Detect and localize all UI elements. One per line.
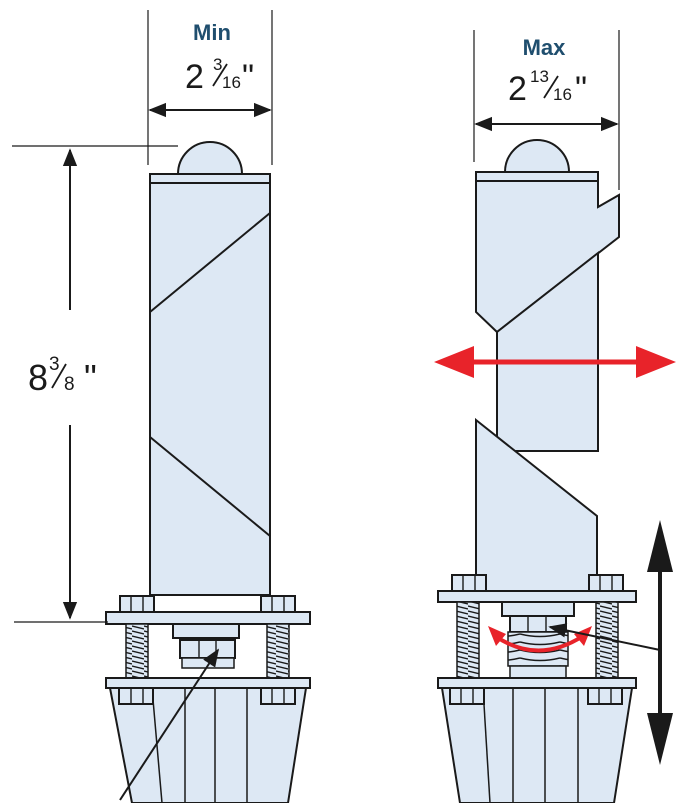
max-lower-nut-right — [587, 687, 623, 705]
max-width-denominator: 16 — [553, 85, 572, 104]
height-numerator: 3 — [49, 354, 60, 375]
max-bolt-nut-right — [588, 574, 624, 592]
min-upper-base-plate — [105, 611, 311, 625]
max-bollard — [434, 30, 676, 803]
max-lower-nut-left — [449, 687, 485, 705]
min-center-collar — [172, 623, 240, 639]
lateral-arrow-head-right — [636, 346, 676, 378]
max-bolt-nut-left — [451, 574, 487, 592]
min-width-unit: " — [242, 58, 254, 96]
rotation-arrow-head-left — [488, 626, 506, 646]
min-lower-base-plate — [105, 677, 311, 689]
min-heading: Min — [193, 20, 231, 45]
max-width-numerator: 13 — [530, 67, 549, 86]
max-width-unit: " — [575, 70, 587, 108]
max-post-middle-segment — [496, 250, 599, 452]
min-bolt-nut-left — [119, 595, 155, 613]
max-center-collar — [501, 601, 575, 617]
min-post-tube — [149, 182, 271, 596]
max-threaded-rod-left — [456, 601, 480, 679]
max-width-whole: 2 — [508, 70, 527, 108]
min-threaded-rod-left — [125, 623, 149, 679]
height-fraction-bar — [51, 363, 67, 389]
min-width-denominator: 16 — [222, 73, 241, 92]
min-cut-line-lower — [149, 436, 271, 537]
min-ground-sleeve — [108, 687, 308, 803]
max-center-washer — [509, 665, 567, 679]
min-fraction-bar — [212, 63, 228, 87]
max-leader-line — [548, 623, 661, 651]
max-top-plate — [475, 171, 599, 182]
min-dome-cap — [176, 141, 244, 175]
height-whole: 8 — [28, 357, 48, 398]
min-threaded-rod-right — [266, 623, 290, 679]
height-unit: " — [84, 357, 97, 398]
min-top-plate — [149, 173, 271, 184]
max-upper-base-plate — [437, 590, 637, 603]
height-denominator: 8 — [64, 374, 75, 395]
max-heading: Max — [523, 35, 567, 60]
min-width-numerator: 3 — [213, 55, 222, 74]
rotation-arrow-head-right — [574, 626, 592, 646]
max-lower-base-plate — [437, 677, 637, 689]
min-center-nut — [179, 639, 236, 659]
lateral-arrow-head-left — [434, 346, 474, 378]
min-bolt-nut-right — [260, 595, 296, 613]
min-cut-line-upper — [149, 212, 271, 313]
max-post-upper-segment — [475, 180, 620, 334]
height-dimension — [12, 145, 178, 623]
max-ground-sleeve — [440, 687, 634, 803]
max-dome-cap — [503, 139, 571, 173]
vertical-arrow-head-top — [647, 520, 673, 572]
max-fraction-bar — [543, 75, 559, 99]
min-leader-line — [119, 648, 219, 801]
min-bollard — [105, 10, 311, 803]
rotation-adjust-arrow — [493, 634, 585, 653]
min-width-whole: 2 — [185, 58, 204, 96]
vertical-arrow-head-bottom — [647, 713, 673, 765]
